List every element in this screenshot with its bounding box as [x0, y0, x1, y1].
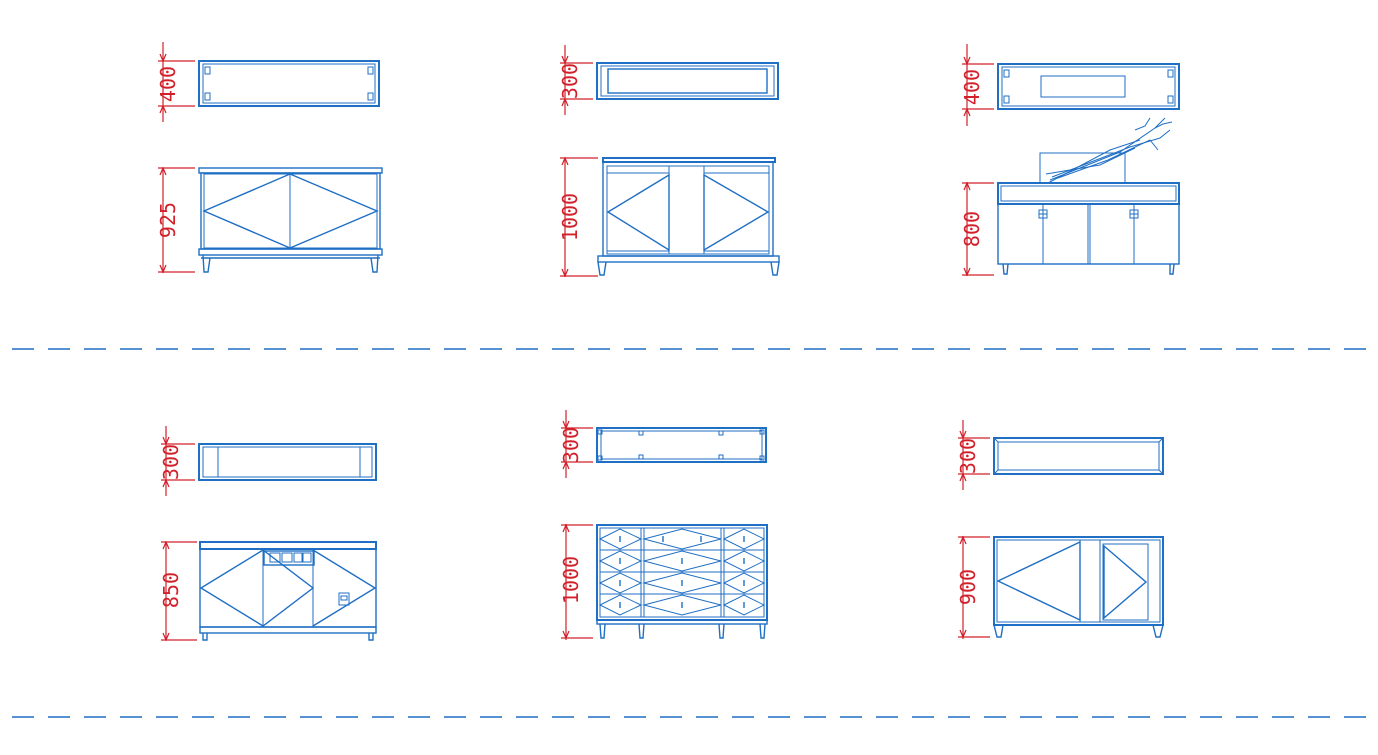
plan-dimension-2-3: 300 [956, 420, 990, 490]
dimension-label: 300 [159, 444, 183, 480]
plan-dimension-1-1: 400 [156, 42, 195, 122]
dimension-label: 1000 [559, 556, 583, 604]
elevation-view-1-3 [997, 117, 1180, 275]
dimension-label: 300 [558, 63, 582, 99]
plan-view-1-3 [997, 63, 1180, 110]
dimension-label: 1000 [558, 193, 582, 241]
elevation-view-1-1 [198, 167, 383, 273]
dimension-label: 300 [956, 438, 980, 474]
elevation-dimension-2-3: 900 [956, 535, 990, 639]
lock-icon [338, 592, 350, 606]
plan-view-2-3 [993, 437, 1164, 475]
elevation-dimension-2-1: 850 [159, 540, 197, 642]
cabinet-2-1: 300 850 [159, 426, 377, 642]
elevation-dimension-2-2: 1000 [559, 523, 593, 640]
dimension-label: 850 [159, 572, 183, 608]
plan-view-1-1 [198, 60, 380, 107]
cabinet-1-3: 400 [960, 44, 1180, 277]
dimension-label: 925 [156, 202, 180, 238]
plan-dimension-1-3: 400 [960, 44, 994, 126]
elevation-dimension-1-2: 1000 [558, 156, 598, 278]
dimension-label: 400 [156, 66, 180, 102]
plan-dimension-2-2: 300 [559, 410, 593, 478]
elevation-view-2-1 [199, 541, 377, 641]
plan-view-2-2 [596, 427, 767, 463]
dimension-label: 400 [960, 69, 984, 105]
elevation-dimension-1-3: 800 [960, 181, 994, 277]
plan-dimension-2-1: 300 [159, 426, 195, 496]
plan-view-2-1 [198, 443, 377, 481]
dimension-label: 800 [960, 211, 984, 247]
elevation-view-2-3 [993, 536, 1164, 638]
elevation-view-1-2 [597, 157, 780, 276]
cabinet-2-3: 300 900 [956, 420, 1164, 639]
plan-dimension-1-2: 300 [558, 45, 593, 115]
plan-view-1-2 [596, 62, 779, 100]
dimension-label: 900 [956, 569, 980, 605]
decorative-branch [1039, 117, 1173, 184]
cabinet-1-2: 300 1000 [558, 45, 780, 278]
dimension-label: 300 [559, 427, 583, 463]
cabinet-2-2: 300 [559, 410, 768, 640]
elevation-dimension-1-1: 925 [156, 166, 195, 274]
elevation-view-2-2 [596, 524, 768, 639]
control-panel [263, 550, 315, 566]
cabinet-1-1: 400 925 [156, 42, 383, 274]
